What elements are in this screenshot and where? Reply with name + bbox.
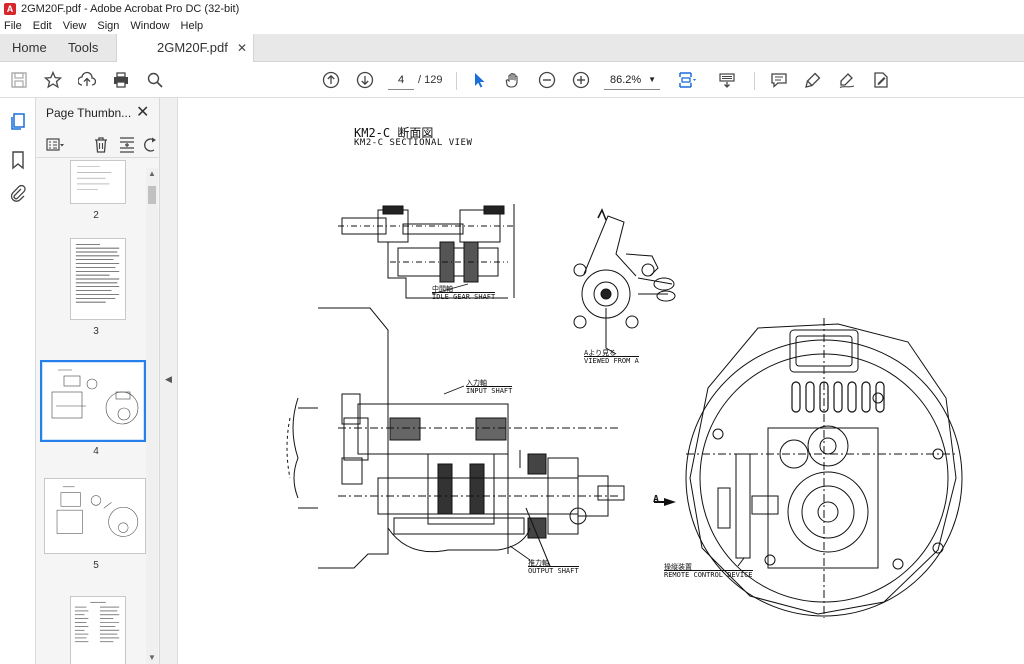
zoom-in-icon[interactable] [570,69,592,91]
tab-document[interactable]: 2GM20F.pdf ✕ [116,34,254,63]
keyboard-icon[interactable] [716,69,738,91]
thumbnail-number: 3 [93,326,99,337]
front-view-drawing [685,318,963,618]
tab-home[interactable]: Home [12,40,47,55]
collapse-left-icon: ◀ [165,374,172,384]
idle-gear-label-jp: 中間軸 [432,285,453,293]
bookmark-star-icon[interactable] [42,69,64,91]
left-nav-pane [0,98,36,664]
sectional-drawing [286,204,963,618]
chevron-down-icon: ▼ [648,75,656,84]
thumbnail-page-3[interactable] [70,238,126,320]
rotate-page-icon[interactable] [142,136,162,154]
panel-title: Page Thumbn... [46,106,132,120]
thumbnail-number: 2 [93,210,99,221]
upload-icon[interactable] [76,69,98,91]
thumbnail-page-2[interactable] [70,160,126,204]
attachments-icon[interactable] [8,184,28,204]
page-thumbnails-icon[interactable] [8,112,28,132]
page-up-icon[interactable] [320,69,342,91]
menu-edit[interactable]: Edit [32,20,52,32]
main-toolbar: 4 / 129 86.2% ▼ [0,62,1024,98]
idle-gear-label-en: IDLE GEAR SHAFT [432,292,496,301]
panel-close-icon[interactable]: ✕ [136,104,150,121]
title-bar: A 2GM20F.pdf - Adobe Acrobat Pro DC (32-… [0,0,1024,18]
search-icon[interactable] [144,69,166,91]
document-view[interactable]: KM2-C 断面図 KM2-C SECTIONAL VIEW 中間軸 IDLE … [178,98,1024,664]
tab-document-label: 2GM20F.pdf [157,40,228,55]
input-shaft-label-en: INPUT SHAFT [466,386,513,395]
thumbnail-page-4-selected[interactable] [40,360,146,442]
hand-icon[interactable] [502,69,524,91]
view-a-marker-label: A [653,494,660,505]
fit-page-icon[interactable] [676,69,698,91]
page-thumbnails-panel: Page Thumbn... ✕ 2 [36,98,160,664]
remote-control-label-en: REMOTE CONTROL DEVICE [664,570,753,579]
zoom-level-value: 86.2% [610,74,642,86]
scrollbar-thumb[interactable] [148,186,156,204]
toolbar-divider [456,72,457,90]
menu-view[interactable]: View [62,20,87,32]
drawing-heading-jp: KM2-C 断面図 [354,126,434,140]
output-shaft-label-en: OUTPUT SHAFT [528,566,579,575]
print-icon[interactable] [110,69,132,91]
remote-control-label-jp: 操縦装置 [664,563,692,571]
fill-sign-icon[interactable] [870,69,892,91]
menu-help[interactable]: Help [180,20,204,32]
scroll-down-icon[interactable]: ▼ [148,653,156,662]
thumbnail-page-next[interactable] [70,596,126,664]
select-cursor-icon[interactable] [468,69,490,91]
sign-icon[interactable] [836,69,858,91]
output-shaft-label-jp: 推力軸 [528,559,549,567]
view-arrow-marker [664,498,676,506]
input-shaft-label-jp: 入力軸 [466,379,487,387]
zoom-level-select[interactable]: 86.2% ▼ [604,70,660,90]
viewed-from-label-en: VIEWED FROM A [584,356,639,365]
total-pages: / 129 [418,74,443,86]
viewed-from-a-drawing [573,208,676,355]
window-title: 2GM20F.pdf - Adobe Acrobat Pro DC (32-bi… [21,3,240,15]
page-down-icon[interactable] [354,69,376,91]
highlight-icon[interactable] [802,69,824,91]
menu-window[interactable]: Window [130,20,170,32]
zoom-out-icon[interactable] [536,69,558,91]
panel-collapse-handle[interactable]: ◀ [160,98,178,664]
thumbnail-list[interactable]: 2 3 4 5 [36,160,160,664]
thumbnail-number: 5 [93,560,99,571]
thumbnail-options-icon[interactable] [46,136,66,154]
tab-close-icon[interactable]: ✕ [236,41,247,55]
thumbnail-number: 4 [93,446,99,457]
idle-gear-shaft-drawing [338,204,516,299]
menu-sign[interactable]: Sign [97,20,120,32]
acrobat-app-icon: A [4,3,16,15]
tab-tools[interactable]: Tools [68,40,99,55]
current-page-input[interactable]: 4 [388,70,414,90]
comment-icon[interactable] [768,69,790,91]
menu-file[interactable]: File [4,20,22,32]
menu-bar: File Edit View Sign Window Help [0,18,1024,34]
thumbnail-scrollbar[interactable]: ▲ ▼ [146,168,158,664]
delete-page-icon[interactable] [92,136,112,154]
thumbnail-page-5[interactable] [44,478,146,554]
insert-page-icon[interactable] [118,136,138,154]
toolbar-divider [754,72,755,90]
tab-bar: Home Tools 2GM20F.pdf ✕ [0,34,1024,63]
viewed-from-label-jp: Aより見る [584,349,617,357]
main-side-section-drawing [286,307,625,569]
save-icon[interactable] [8,69,30,91]
thumbnail-toolbar [36,132,160,158]
scroll-up-icon[interactable]: ▲ [148,169,156,178]
drawing-heading-en: KM2-C SECTIONAL VIEW [354,138,473,148]
bookmarks-icon[interactable] [8,150,28,170]
